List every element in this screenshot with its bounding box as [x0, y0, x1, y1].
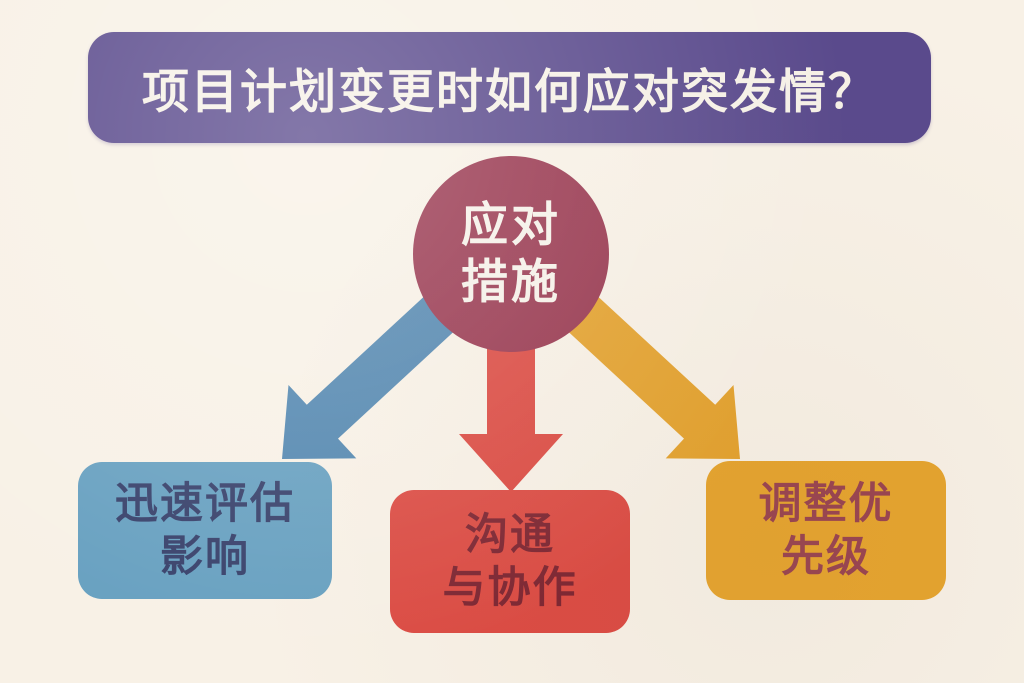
branch-right-line1: 调整优 [758, 479, 894, 530]
branch-right-line2: 先级 [781, 531, 871, 582]
branch-center-line1: 沟通 [465, 510, 555, 561]
branch-left-line1: 迅速评估 [115, 479, 295, 530]
page-title: 项目计划变更时如何应对突发情？ [142, 65, 877, 120]
arrow-down-right-icon [554, 285, 740, 459]
branch-box-communication: 沟通 与协作 [390, 490, 630, 633]
branch-center-line2: 与协作 [442, 562, 578, 613]
center-node-line2: 措施 [461, 255, 561, 310]
arrow-down-icon [459, 340, 563, 492]
branch-box-assess-impact: 迅速评估 影响 [78, 462, 332, 599]
branch-box-priorities: 调整优 先级 [706, 461, 946, 600]
center-node: 应对 措施 [413, 156, 609, 352]
center-node-line1: 应对 [461, 197, 561, 253]
branch-left-line2: 影响 [160, 531, 250, 582]
arrow-down-left-icon [282, 285, 468, 459]
title-banner: 项目计划变更时如何应对突发情？ [88, 32, 931, 143]
